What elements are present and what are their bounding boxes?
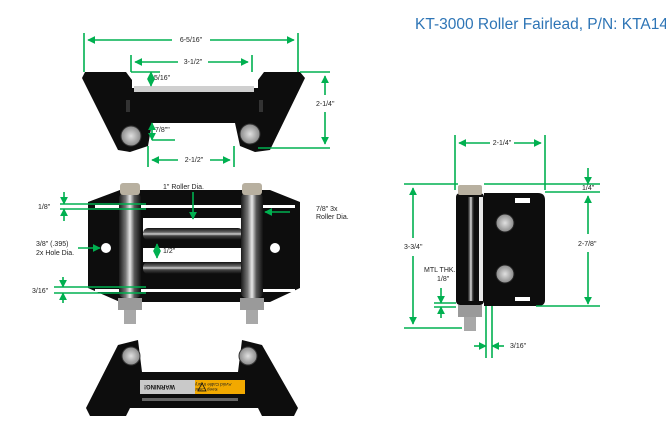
top-view: 6-5/16" 3-1/2" 5/16" 2-1/4" 7/8"" 2-1/2" <box>82 33 335 167</box>
dim-bolt-spacing: 2-1/2" <box>185 157 204 164</box>
top-view-bracket <box>82 72 305 152</box>
horizontal-roller <box>143 262 243 274</box>
bolt-head <box>238 346 258 366</box>
nut <box>495 264 515 284</box>
thread <box>246 310 258 324</box>
dim-side-width: 2-1/4" <box>493 140 512 147</box>
vertical-roller <box>119 193 141 298</box>
mounting-hole <box>101 243 111 253</box>
nut <box>118 298 142 310</box>
bottom-view: WARNING! Keep Clear Avoid Cable Injury <box>86 340 298 416</box>
label-vertical-roller-line2: Roller Dia. <box>316 214 349 221</box>
dim-bottom-offset: 3/16" <box>510 343 527 350</box>
bolt-top <box>120 183 140 195</box>
page-title: KT-3000 Roller Fairlead, P/N: KTA14115 <box>415 16 666 33</box>
mounting-hole <box>270 243 280 253</box>
warning-label-silver <box>140 380 195 394</box>
thread <box>464 317 476 331</box>
dim-overall-width: 6-5/16" <box>180 37 203 44</box>
dim-overall-height: 3-3/4" <box>404 244 423 251</box>
bolt-head <box>121 346 141 366</box>
dim-lip-height: 5/16" <box>154 75 171 82</box>
warning-label-orange <box>195 380 245 394</box>
bolt-top <box>242 183 262 195</box>
bolt-head <box>120 125 142 147</box>
horizontal-roller <box>143 228 243 240</box>
label-hole-line1: 3/8" (.395) <box>36 241 68 248</box>
warning-title: WARNING! <box>144 383 175 389</box>
label-roller-dia: 1" Roller Dia. <box>163 184 204 191</box>
dim-height: 2-1/4" <box>316 101 335 108</box>
label-material: MTL THK. <box>424 267 456 274</box>
bottom-view-bracket <box>86 340 298 416</box>
label-hole-line2: 2x Hole Dia. <box>36 250 74 257</box>
nut <box>240 298 264 310</box>
warning-triangle-icon <box>197 382 207 392</box>
bolt-top <box>458 185 482 195</box>
top-view-roller-shaft <box>134 86 254 92</box>
nut <box>495 213 515 233</box>
thread <box>124 310 136 324</box>
side-view: 2-1/4" 1/4" 2-7/8" 3-3/4" MTL THK. 1/8" … <box>404 135 600 358</box>
dim-material-thickness: 1/8" <box>437 276 450 283</box>
vertical-roller <box>241 193 263 298</box>
front-view: 1/8" 1" Roller Dia. 7/8" 3x Roller Dia. … <box>32 183 349 324</box>
dim-top-offset: 1/4" <box>582 185 595 192</box>
dim-bracket-height: 2-7/8" <box>578 241 597 248</box>
dim-bottom-gap: 3/16" <box>32 288 49 295</box>
warning-text-line1: Keep Clear <box>195 387 218 392</box>
nut <box>458 305 482 317</box>
dim-opening-height: 7/8"" <box>155 127 170 134</box>
dim-top-gap: 1/8" <box>38 204 51 211</box>
warning-text-line2: Avoid Cable Injury <box>194 382 231 387</box>
side-view-bracket <box>484 193 545 306</box>
dim-roller-gap: 1/2" <box>163 248 176 255</box>
dim-inner-width: 3-1/2" <box>184 59 203 66</box>
label-vertical-roller-line1: 7/8" 3x <box>316 206 338 213</box>
bolt-head <box>239 123 261 145</box>
